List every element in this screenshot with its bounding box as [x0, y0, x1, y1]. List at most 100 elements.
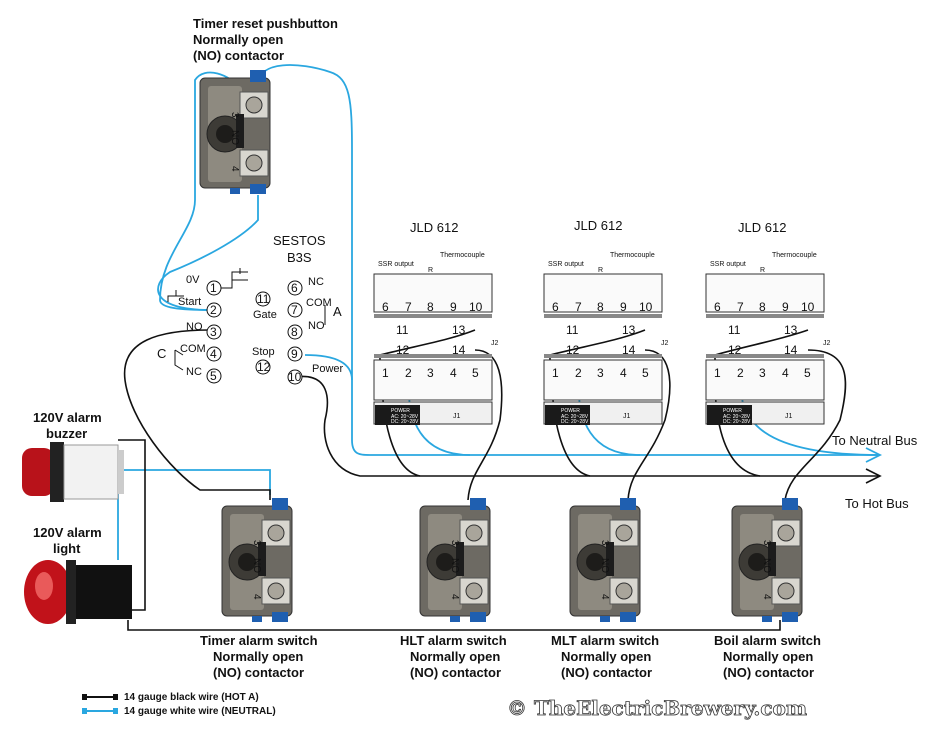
timer-pin-12: 12 Stop	[252, 346, 275, 375]
boil-alarm-switch: 3 NO 4 Boil alarm switch Normally open (…	[714, 497, 821, 680]
reset-contact-4: 4	[229, 166, 240, 172]
svg-text:Boil alarm switch: Boil alarm switch	[714, 633, 821, 648]
svg-text:POWER: POWER	[391, 408, 410, 414]
reset-type: Normally open	[193, 32, 283, 47]
svg-text:COM: COM	[306, 297, 332, 309]
svg-text:HLT alarm switch: HLT alarm switch	[400, 633, 507, 648]
svg-text:5: 5	[804, 366, 811, 380]
svg-text:14: 14	[452, 343, 466, 357]
svg-text:Thermocouple: Thermocouple	[440, 252, 485, 259]
svg-text:MLT alarm switch: MLT alarm switch	[551, 633, 659, 648]
timer-pin-8: 8 NO	[287, 320, 325, 340]
svg-text:2: 2	[737, 366, 744, 380]
svg-text:3: 3	[427, 366, 434, 380]
svg-text:14: 14	[784, 343, 798, 357]
svg-text:11: 11	[396, 323, 409, 337]
svg-text:5: 5	[210, 369, 217, 383]
svg-text:AC: 20~28V: AC: 20~28V	[561, 414, 589, 420]
svg-text:3: 3	[599, 540, 610, 546]
svg-text:6: 6	[291, 281, 298, 295]
svg-text:DC: 20~28V: DC: 20~28V	[561, 419, 589, 425]
svg-text:J2: J2	[661, 340, 669, 347]
neutral-bus-label: To Neutral Bus	[832, 433, 918, 448]
svg-text:Start: Start	[178, 296, 201, 308]
svg-text:SSR output: SSR output	[548, 261, 584, 268]
svg-text:4: 4	[599, 594, 610, 600]
svg-text:COM: COM	[180, 343, 206, 355]
hot-wires	[118, 329, 882, 631]
timer-pin-1: 1 0V	[186, 274, 222, 296]
svg-text:120V alarm: 120V alarm	[33, 410, 102, 425]
timer-alarm-switch: 3 NO 4 Timer alarm switch Normally open …	[200, 497, 318, 680]
svg-text:10: 10	[639, 300, 653, 314]
timer-model: B3S	[287, 250, 312, 265]
svg-text:14: 14	[622, 343, 636, 357]
svg-text:0V: 0V	[186, 274, 200, 286]
svg-text:5: 5	[472, 366, 479, 380]
svg-text:1: 1	[382, 366, 389, 380]
svg-text:12: 12	[728, 343, 742, 357]
svg-text:10: 10	[288, 370, 302, 384]
svg-text:NO: NO	[186, 321, 203, 333]
svg-text:120V alarm: 120V alarm	[33, 525, 102, 540]
svg-text:R: R	[428, 267, 433, 274]
svg-text:3: 3	[759, 366, 766, 380]
svg-text:NC: NC	[186, 366, 202, 378]
controller-title: JLD 612	[410, 220, 458, 235]
timer-pin-5: 5 NC	[186, 366, 222, 384]
svg-text:(NO) contactor: (NO) contactor	[561, 665, 652, 680]
watermark: © TheElectricBrewery.com	[507, 696, 807, 720]
svg-text:6: 6	[714, 300, 721, 314]
svg-text:Gate: Gate	[253, 309, 277, 321]
svg-text:NO: NO	[761, 558, 772, 573]
hlt-alarm-switch: 3 NO 4 HLT alarm switch Normally open (N…	[400, 497, 507, 680]
reset-contactor: (NO) contactor	[193, 48, 284, 63]
svg-text:13: 13	[452, 323, 466, 337]
timer-pin-6: 6 NC	[287, 276, 324, 296]
svg-text:1: 1	[210, 281, 217, 295]
svg-text:DC: 20~28V: DC: 20~28V	[391, 419, 419, 425]
svg-text:2: 2	[405, 366, 412, 380]
svg-text:10: 10	[801, 300, 815, 314]
svg-text:12: 12	[566, 343, 580, 357]
svg-text:POWER: POWER	[561, 408, 580, 414]
controller-3: JLD 612 SSR output Thermocouple R 6 7 8 …	[705, 220, 831, 425]
svg-text:7: 7	[737, 300, 744, 314]
svg-text:4: 4	[251, 594, 262, 600]
svg-text:J1: J1	[785, 413, 793, 420]
reset-contact-no: NO	[229, 130, 240, 145]
svg-text:Normally open: Normally open	[561, 649, 651, 664]
svg-text:NO: NO	[599, 558, 610, 573]
svg-text:4: 4	[449, 594, 460, 600]
timer-pin-2: 2 Start	[178, 296, 222, 318]
svg-text:9: 9	[291, 347, 298, 361]
svg-text:8: 8	[291, 325, 298, 339]
svg-text:R: R	[760, 267, 765, 274]
svg-text:8: 8	[427, 300, 434, 314]
svg-text:7: 7	[405, 300, 412, 314]
svg-text:3: 3	[449, 540, 460, 546]
reset-contact-3: 3	[229, 112, 240, 118]
svg-text:4: 4	[210, 347, 217, 361]
svg-text:POWER: POWER	[723, 408, 742, 414]
svg-text:11: 11	[257, 292, 270, 306]
svg-text:J2: J2	[491, 340, 499, 347]
timer-group-c: C	[157, 346, 166, 361]
controller-title: JLD 612	[738, 220, 786, 235]
svg-text:(NO) contactor: (NO) contactor	[213, 665, 304, 680]
svg-text:NO: NO	[251, 558, 262, 573]
svg-text:NO: NO	[308, 320, 325, 332]
svg-text:3: 3	[210, 325, 217, 339]
svg-text:J1: J1	[453, 413, 461, 420]
svg-text:Normally open: Normally open	[723, 649, 813, 664]
legend-black-label: 14 gauge black wire (HOT A)	[124, 692, 259, 703]
svg-text:9: 9	[782, 300, 789, 314]
svg-text:NC: NC	[308, 276, 324, 288]
alarm-buzzer: 120V alarm buzzer	[22, 410, 124, 502]
svg-text:AC: 20~28V: AC: 20~28V	[723, 414, 751, 420]
svg-text:7: 7	[291, 303, 298, 317]
svg-text:J2: J2	[823, 340, 831, 347]
svg-text:(NO) contactor: (NO) contactor	[410, 665, 501, 680]
svg-text:13: 13	[622, 323, 636, 337]
svg-text:3: 3	[251, 540, 262, 546]
